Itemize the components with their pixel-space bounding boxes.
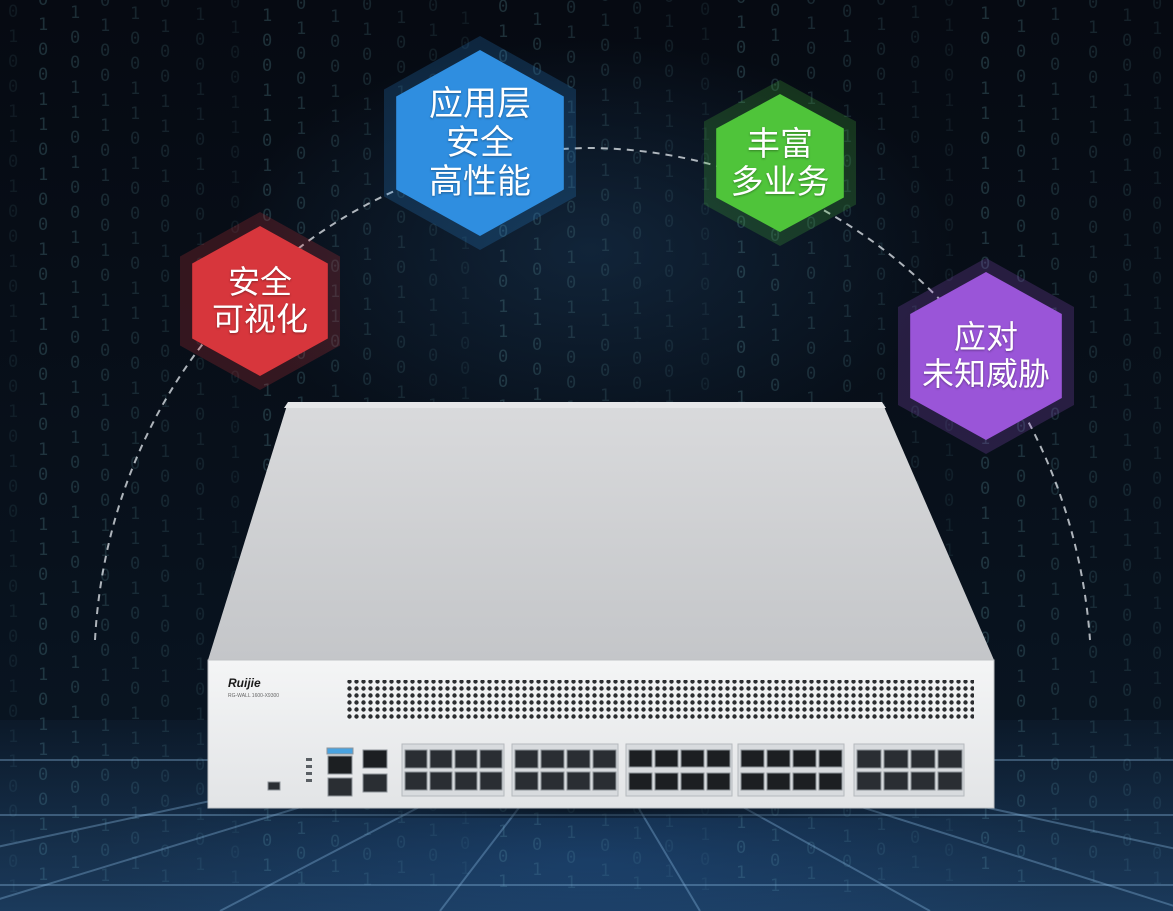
hexagon-shape	[384, 36, 576, 250]
hex-badge-line: 安全	[227, 263, 292, 301]
hex-badge-line: 未知威胁	[921, 355, 1050, 393]
hex-badge-app-security: 应用层安全高性能	[384, 36, 576, 250]
hex-badge-line: 多业务	[730, 162, 830, 201]
hex-badge-line: 应对	[953, 318, 1018, 356]
firewall-device	[206, 402, 996, 818]
model-label: RG-WALL 1600-X9300	[228, 693, 280, 699]
hex-badge-text: 应用层安全高性能	[429, 83, 531, 202]
hexagon-shape	[180, 212, 340, 390]
hex-badge-unknown-threats: 应对未知威胁	[898, 258, 1074, 454]
hex-badge-line: 丰富	[747, 124, 813, 163]
hex-badge-line: 安全	[446, 122, 514, 163]
hex-badge-rich-services: 丰富多业务	[704, 80, 856, 246]
hex-badge-text: 丰富多业务	[731, 125, 830, 201]
hexagon-shape	[704, 80, 856, 246]
hex-badge-line: 高性能	[429, 161, 531, 202]
brand-logo: Ruijie	[228, 676, 261, 690]
hex-badge-text: 应对未知威胁	[922, 319, 1050, 393]
hex-badge-text: 安全可视化	[212, 264, 308, 338]
hexagon-shape	[898, 258, 1074, 454]
hex-badge-line: 应用层	[429, 83, 531, 124]
matrix-digit-column: 0 1 0 0 1 1 0 1 0 0 1 0 1 1 0 0 1 0 1 0 …	[1122, 0, 1133, 876]
hex-badge-line: 可视化	[211, 300, 308, 338]
hex-badge-visibility: 安全可视化	[180, 212, 340, 390]
